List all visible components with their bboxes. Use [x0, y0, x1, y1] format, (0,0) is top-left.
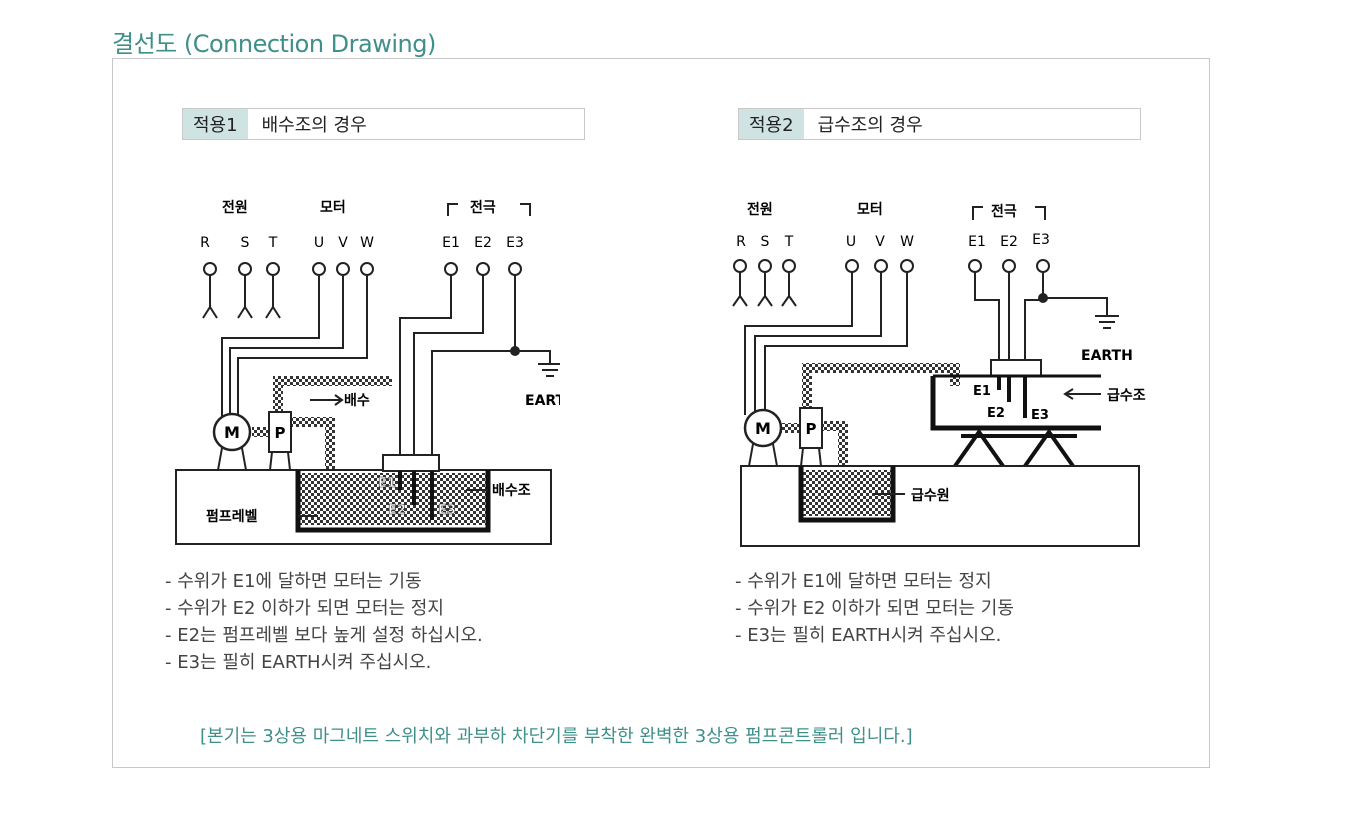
app1-header: 적용1 배수조의 경우 [182, 108, 585, 140]
app2-wiring-diagram: 전원 모터 전극 R S T U V W E1 E2 E3 EARTH [732, 201, 1146, 547]
app1-terminal-e1: E1 [442, 235, 460, 251]
app2-terminal-r: R [736, 234, 746, 250]
app2-terminal-e3: E3 [1032, 232, 1050, 248]
app1-power-plugs [202, 275, 281, 319]
app1-wiring-diagram: 전원 모터 전극 R S T U V W E1 E2 E3 EARTH [175, 199, 560, 545]
app1-tank-e3: E3 [438, 503, 456, 518]
app2-suction-pipe [822, 421, 848, 472]
app1-pump-level-label: 펌프레벨 [206, 508, 258, 525]
app1-earth-wire [515, 350, 551, 363]
app2-terminal-e1: E1 [968, 234, 986, 250]
app1-tag: 적용1 [183, 109, 248, 139]
app1-earth-label: EARTH [525, 393, 560, 409]
app2-terminal-circles [733, 259, 1050, 273]
app1-note-2: - 수위가 E2 이하가 되면 모터는 정지 [165, 598, 444, 619]
app1-motor-legs [217, 447, 247, 471]
app2-terminal-s: S [761, 234, 770, 250]
app1-ground-icon [538, 363, 560, 377]
app2-tank-stand [953, 428, 1077, 468]
app1-motor [212, 412, 252, 452]
app2-note-2: - 수위가 E2 이하가 되면 모터는 기동 [735, 598, 1014, 619]
app1-electrode-rods [398, 471, 434, 520]
app1-note-3: - E2는 펌프레벨 보다 높게 설정 하십시오. [165, 625, 483, 646]
app2-motor-legs [748, 443, 778, 467]
app2-electrode-rods [997, 376, 1027, 418]
app2-header: 적용2 급수조의 경우 [738, 108, 1141, 140]
app2-motor [743, 408, 783, 448]
app2-electrode-cap [990, 359, 1042, 377]
app2-tag: 적용2 [739, 109, 804, 139]
app2-notes: - 수위가 E1에 달하면 모터는 정지 - 수위가 E2 이하가 되면 모터는… [735, 568, 1014, 649]
app1-pump-symbol: P [275, 424, 286, 442]
app2-pump-legs [800, 447, 822, 467]
app1-electrode-wires [399, 275, 516, 458]
app1-tank-e1: E1 [378, 476, 396, 491]
app1-drain-label: 배수 [344, 393, 370, 409]
app1-terminal-e3: E3 [506, 235, 524, 251]
app1-tank-walls [295, 470, 491, 533]
app2-tank-walls [930, 376, 1101, 431]
app2-label: 급수조의 경우 [817, 115, 923, 136]
app2-motor-label: 모터 [857, 202, 883, 218]
app2-tank-e2: E2 [987, 406, 1005, 421]
app1-drain-arrow [310, 394, 344, 406]
app2-tank-label: 급수조 [1107, 388, 1146, 404]
app2-terminal-t: T [784, 234, 794, 250]
app2-earth-label: EARTH [1081, 348, 1133, 364]
app2-electrode-bracket [972, 206, 1046, 220]
app2-power-plugs [732, 272, 797, 307]
app1-suction-pipe [292, 417, 335, 482]
app2-tank-pointer [1063, 388, 1101, 400]
app1-label: 배수조의 경우 [261, 115, 367, 136]
app2-tank-e1: E1 [973, 384, 991, 399]
app2-earth-wire [1043, 297, 1108, 315]
footer-note: [본기는 3상용 마그네트 스위치와 과부하 차단기를 부착한 완벽한 3상용 … [200, 726, 913, 747]
app1-motor-symbol: M [224, 423, 240, 442]
app1-terminal-circles [203, 262, 522, 276]
app1-pump-legs [269, 451, 291, 471]
app2-note-3: - E3는 필히 EARTH시켜 주십시오. [735, 625, 1002, 646]
app2-motor-wires [744, 272, 908, 415]
app1-terminal-u: U [314, 235, 324, 251]
app2-terminal-w: W [900, 234, 914, 250]
app1-electrode-label: 전극 [470, 199, 496, 216]
app1-motor-label: 모터 [320, 200, 346, 216]
app1-terminal-v: V [338, 235, 348, 251]
app1-note-1: - 수위가 E1에 달하면 모터는 기동 [165, 571, 422, 592]
app2-note-1: - 수위가 E1에 달하면 모터는 정지 [735, 571, 992, 592]
app1-tank-label: 배수조 [492, 483, 531, 499]
app2-ground-icon [1095, 315, 1119, 329]
app2-pump [799, 407, 823, 449]
app2-terminal-u: U [846, 234, 856, 250]
app1-terminal-e2: E2 [474, 235, 492, 251]
app1-note-4: - E3는 필히 EARTH시켜 주십시오. [165, 652, 432, 673]
app1-motor-wires [221, 275, 368, 416]
app2-terminal-v: V [875, 234, 885, 250]
app2-pump-symbol: P [806, 420, 817, 438]
app1-terminal-t: T [268, 235, 278, 251]
app1-discharge-pipe [273, 376, 392, 412]
app1-pump [268, 411, 292, 453]
app2-terminal-e2: E2 [1000, 234, 1018, 250]
app2-electrode-label: 전극 [991, 203, 1017, 220]
app1-electrode-bracket [447, 203, 531, 216]
app1-terminal-r: R [200, 235, 210, 251]
app2-source-label: 급수원 [911, 488, 950, 504]
app2-power-label: 전원 [747, 201, 773, 218]
app1-terminal-s: S [241, 235, 250, 251]
app1-power-label: 전원 [222, 199, 248, 216]
app1-notes: - 수위가 E1에 달하면 모터는 기동 - 수위가 E2 이하가 되면 모터는… [165, 568, 483, 676]
app1-electrode-cap [382, 454, 440, 472]
app1-tank-water [300, 473, 486, 525]
app1-terminal-w: W [360, 235, 374, 251]
page-title: 결선도 (Connection Drawing) [112, 30, 436, 58]
app2-tank-e3: E3 [1031, 408, 1049, 423]
app1-tank-e2: E2 [388, 503, 406, 518]
app2-motor-symbol: M [755, 419, 771, 438]
